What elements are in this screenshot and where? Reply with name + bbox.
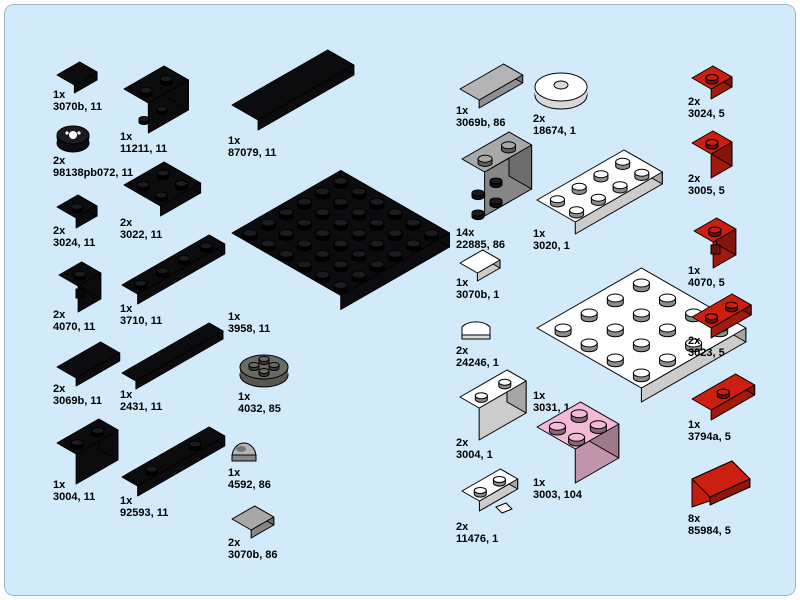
part-number: 3024, 5 bbox=[688, 108, 725, 120]
part-quantity: 1x bbox=[120, 389, 133, 401]
brick-1x2-white-icon bbox=[459, 369, 527, 441]
part-quantity: 1x bbox=[228, 467, 241, 479]
part-quantity: 1x bbox=[238, 391, 251, 403]
part-number: 4032, 85 bbox=[238, 403, 281, 415]
part-quantity: 2x bbox=[533, 113, 546, 125]
round-tile-2x2-white-icon bbox=[534, 72, 588, 110]
tile-1x1-white-icon bbox=[459, 249, 501, 282]
brick-2x2-pink-icon bbox=[536, 401, 620, 484]
jumper-plate-red-icon bbox=[691, 373, 756, 421]
headlight-brick-black-icon bbox=[58, 261, 102, 313]
plate-clip-white-icon bbox=[461, 468, 519, 514]
part-number: 3003, 104 bbox=[533, 489, 582, 501]
part-quantity: 1x bbox=[456, 277, 469, 289]
tile-2x4-black-icon bbox=[231, 49, 355, 131]
part-number: 87079, 11 bbox=[228, 147, 277, 159]
part-number: 11476, 1 bbox=[456, 533, 499, 545]
part-number: 3023, 5 bbox=[688, 347, 725, 359]
part-quantity: 1x bbox=[533, 390, 546, 402]
part-number: 3069b, 11 bbox=[53, 395, 102, 407]
plate-2x4-white-icon bbox=[536, 149, 663, 235]
part-quantity: 1x bbox=[53, 479, 66, 491]
part-number: 92593, 11 bbox=[120, 507, 169, 519]
part-quantity: 2x bbox=[688, 96, 701, 108]
part-quantity: 1x bbox=[533, 228, 546, 240]
part-quantity: 1x bbox=[228, 311, 241, 323]
part-quantity: 2x bbox=[53, 225, 66, 237]
part-number: 3024, 11 bbox=[53, 237, 96, 249]
part-number: 4592, 86 bbox=[228, 479, 271, 491]
part-quantity: 2x bbox=[456, 521, 469, 533]
part-number: 2431, 11 bbox=[120, 401, 163, 413]
part-quantity: 1x bbox=[688, 265, 701, 277]
tile-1x2-gray-icon bbox=[459, 63, 524, 109]
plate-4x4-white-icon bbox=[536, 267, 747, 403]
plate-1x1-black-icon bbox=[56, 194, 98, 229]
part-quantity: 2x bbox=[53, 155, 66, 167]
part-quantity: 1x bbox=[688, 419, 701, 431]
brick-side-studs-gray-icon bbox=[461, 131, 533, 221]
part-number: 3070b, 86 bbox=[228, 549, 278, 561]
round-plate-dark-gray-icon bbox=[239, 354, 289, 388]
lever-base-gray-icon bbox=[231, 442, 257, 462]
part-number: 3005, 5 bbox=[688, 185, 725, 197]
plate-6x6-black-icon bbox=[231, 170, 450, 310]
part-quantity: 1x bbox=[228, 135, 241, 147]
tile-1x2-black-icon bbox=[56, 341, 121, 387]
part-number: 4070, 5 bbox=[688, 277, 725, 289]
part-number: 98138pb072, 11 bbox=[53, 167, 134, 179]
part-number: 85984, 5 bbox=[688, 525, 731, 537]
tile-1x1-gray-icon bbox=[231, 505, 275, 539]
part-number: 3958, 11 bbox=[228, 323, 271, 335]
part-number: 3004, 1 bbox=[456, 449, 493, 461]
part-number: 3070b, 1 bbox=[456, 289, 500, 301]
part-quantity: 1x bbox=[53, 89, 66, 101]
part-number: 3022, 11 bbox=[120, 229, 163, 241]
part-number: 3070b, 11 bbox=[53, 101, 102, 113]
part-quantity: 2x bbox=[456, 345, 469, 357]
plate-1x4-black-icon bbox=[121, 234, 226, 305]
part-number: 3069b, 86 bbox=[456, 117, 506, 129]
part-quantity: 2x bbox=[53, 383, 66, 395]
part-quantity: 2x bbox=[120, 217, 133, 229]
part-quantity: 2x bbox=[688, 173, 701, 185]
round-tile-printed-black-icon bbox=[56, 125, 90, 153]
part-quantity: 2x bbox=[456, 437, 469, 449]
brick-1x1-red-icon bbox=[691, 130, 733, 179]
part-number: 3004, 11 bbox=[53, 491, 96, 503]
part-number: 18674, 1 bbox=[533, 125, 576, 137]
part-quantity: 1x bbox=[120, 303, 133, 315]
part-quantity: 1x bbox=[533, 477, 546, 489]
part-quantity: 2x bbox=[228, 537, 241, 549]
slope-30-red-icon bbox=[691, 460, 751, 508]
part-number: 3031, 1 bbox=[533, 402, 570, 414]
part-number: 22885, 86 bbox=[456, 239, 505, 251]
part-number: 4070, 11 bbox=[53, 321, 96, 333]
brick-side-studs-black-icon bbox=[123, 65, 189, 134]
part-number: 3794a, 5 bbox=[688, 431, 731, 443]
brick-1x2-black-icon bbox=[56, 418, 119, 485]
plate-1x1-red-icon bbox=[691, 65, 733, 100]
plate-1x2-red-icon bbox=[691, 293, 752, 339]
part-quantity: 1x bbox=[120, 495, 133, 507]
headlight-brick-red-icon bbox=[693, 217, 737, 269]
part-quantity: 1x bbox=[456, 105, 469, 117]
round-end-tile-white-icon bbox=[461, 321, 491, 340]
part-number: 24246, 1 bbox=[456, 357, 499, 369]
part-quantity: 2x bbox=[688, 335, 701, 347]
part-number: 11211, 11 bbox=[120, 143, 168, 155]
tile-1x1-black-icon bbox=[56, 61, 98, 94]
part-quantity: 1x bbox=[120, 131, 133, 143]
part-number: 3710, 11 bbox=[120, 315, 163, 327]
plate-2x2-black-icon bbox=[123, 161, 202, 217]
part-quantity: 2x bbox=[53, 309, 66, 321]
plate-1x4-rounded-black-icon bbox=[121, 426, 226, 497]
part-quantity: 14x bbox=[456, 227, 475, 239]
part-quantity: 8x bbox=[688, 513, 701, 525]
tile-1x4-black-icon bbox=[121, 322, 224, 390]
part-number: 3020, 1 bbox=[533, 240, 570, 252]
